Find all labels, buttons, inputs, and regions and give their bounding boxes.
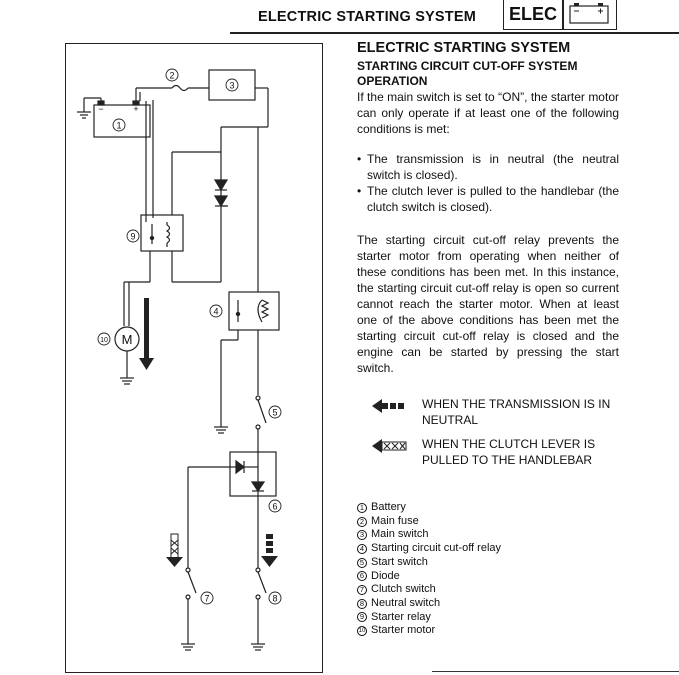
callout-10: 10 — [100, 337, 108, 344]
list-item: 7 Clutch switch — [357, 583, 501, 597]
list-item: 9 Starter relay — [357, 611, 501, 625]
parts-list: 1 Battery 2 Main fuse 3 Main switch 4 Starti… — [357, 501, 501, 638]
battery-box — [93, 104, 151, 138]
part-name: Diode — [371, 569, 400, 582]
conditions-list: The transmission is in neutral (the neut… — [357, 151, 619, 215]
subheading-line1: STARTING CIRCUIT CUT-OFF SYSTEM — [357, 59, 578, 73]
header-title: ELECTRIC STARTING SYSTEM — [258, 9, 477, 25]
callout-2: 2 — [169, 71, 174, 81]
legend-row-clutch: WHEN THE CLUTCH LEVER IS PULLED TO THE H… — [370, 436, 620, 470]
callout-1: 1 — [116, 121, 121, 131]
part-name: Starting circuit cut-off relay — [371, 542, 502, 555]
callout-9: 9 — [130, 232, 135, 242]
header-rule — [230, 32, 679, 34]
part-name: Battery — [371, 501, 406, 513]
part-number: 4 — [357, 543, 367, 554]
starter-relay-box — [140, 214, 184, 252]
cutoff-relay-box — [228, 291, 280, 331]
callout-4: 4 — [213, 307, 218, 317]
circuit-diagram-frame — [65, 43, 323, 673]
part-name: Starter motor — [371, 624, 436, 637]
battery-plus: + — [133, 104, 138, 114]
list-item: 3 Main switch — [357, 528, 501, 542]
section-badge: ELEC — [503, 0, 563, 30]
part-number: 10 — [357, 626, 367, 637]
legend-row-neutral: WHEN THE TRANSMISSION IS IN NEUTRAL — [370, 396, 620, 430]
part-name: Main switch — [371, 528, 429, 541]
list-item: 6 Diode — [357, 570, 501, 584]
crosshatch-arrow-icon — [166, 533, 183, 567]
list-item: 1 Battery — [357, 501, 501, 515]
fuse-symbol — [171, 84, 189, 92]
crosshatch-arrow-icon — [372, 439, 407, 453]
part-name: Main fuse — [371, 514, 419, 527]
callout-5: 5 — [272, 408, 277, 418]
part-number: 6 — [357, 571, 367, 582]
part-number: 7 — [357, 585, 367, 596]
current-flow-arrow-icon — [139, 298, 154, 370]
solid-dashed-arrow-icon — [372, 399, 404, 413]
part-number: 1 — [357, 502, 367, 513]
part-name: Starter relay — [371, 610, 431, 623]
description-column: ELECTRIC STARTING SYSTEM STARTING CIRCUI… — [357, 40, 619, 376]
part-number: 8 — [357, 598, 367, 609]
battery-icon — [563, 0, 617, 30]
legend-label-clutch: WHEN THE CLUTCH LEVER IS PULLED TO THE H… — [422, 437, 596, 467]
condition-item: The clutch lever is pulled to the handle… — [357, 183, 619, 215]
part-number: 3 — [357, 530, 367, 541]
intro-paragraph: If the main switch is set to “ON”, the s… — [357, 90, 619, 136]
part-name: Clutch switch — [371, 583, 436, 596]
list-item: 2 Main fuse — [357, 515, 501, 529]
main-switch-box — [208, 69, 256, 101]
part-number: 5 — [357, 557, 367, 568]
part-name: Start switch — [371, 555, 428, 568]
motor-symbol: M — [122, 332, 133, 347]
battery-minus: − — [98, 104, 103, 114]
explanation-paragraph: The starting circuit cut-off relay preve… — [357, 233, 619, 375]
section-heading: ELECTRIC STARTING SYSTEM — [357, 40, 571, 56]
callout-8: 8 — [272, 594, 277, 604]
condition-item: The transmission is in neutral (the neut… — [357, 151, 619, 183]
part-number: 9 — [357, 612, 367, 623]
diode-box — [229, 451, 277, 497]
page-corner-rule — [432, 671, 679, 672]
part-name: Neutral switch — [371, 596, 441, 609]
list-item: 4 Starting circuit cut-off relay — [357, 542, 501, 556]
legend-label-neutral: WHEN THE TRANSMISSION IS IN NEUTRAL — [422, 397, 611, 427]
solid-dashed-arrow-icon — [261, 534, 278, 567]
callout-7: 7 — [204, 594, 209, 604]
list-item: 8 Neutral switch — [357, 597, 501, 611]
subheading-line2: OPERATION — [357, 74, 428, 88]
part-number: 2 — [357, 516, 367, 527]
callout-3: 3 — [229, 81, 234, 91]
callout-6: 6 — [272, 502, 277, 512]
list-item: 10 Starter motor — [357, 624, 501, 638]
list-item: 5 Start switch — [357, 556, 501, 570]
